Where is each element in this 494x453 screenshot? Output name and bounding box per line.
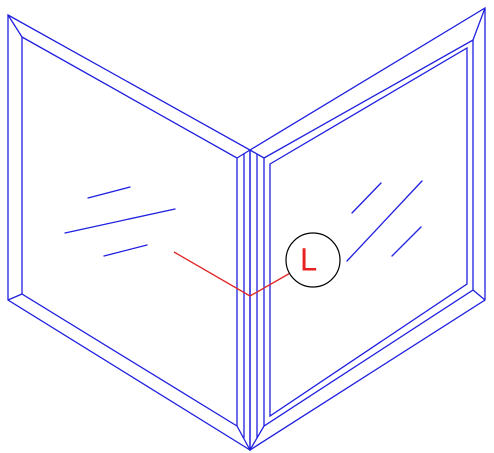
right-frame-outer: [249, 6, 486, 452]
marker-circle: [285, 232, 341, 288]
right-window-frame: [249, 6, 486, 452]
right-glass-stroke-2: [346, 180, 423, 262]
marker-label: L: [300, 244, 317, 279]
left-glass-reflection: [64, 186, 176, 257]
left-bevel-bottom-left: [7, 293, 23, 301]
left-glass-stroke-2: [64, 208, 176, 234]
left-frame-outer: [7, 13, 251, 452]
right-frame-inner: [263, 38, 474, 428]
right-glass-reflection: [346, 180, 423, 262]
left-window-frame: [7, 13, 251, 452]
right-glass-stroke-1: [351, 182, 382, 214]
marker-callout: L: [285, 232, 341, 288]
left-bevel-top-left: [7, 14, 23, 38]
right-bevel-top-right: [472, 7, 486, 41]
left-frame-inner: [21, 35, 238, 428]
leader-line: [173, 251, 293, 297]
left-glass-stroke-1: [87, 186, 131, 199]
right-bevel-bottom-right: [472, 289, 486, 301]
left-glass-stroke-3: [103, 244, 148, 257]
right-frame-glazing-bead: [269, 46, 468, 418]
right-glass-stroke-3: [391, 226, 422, 257]
